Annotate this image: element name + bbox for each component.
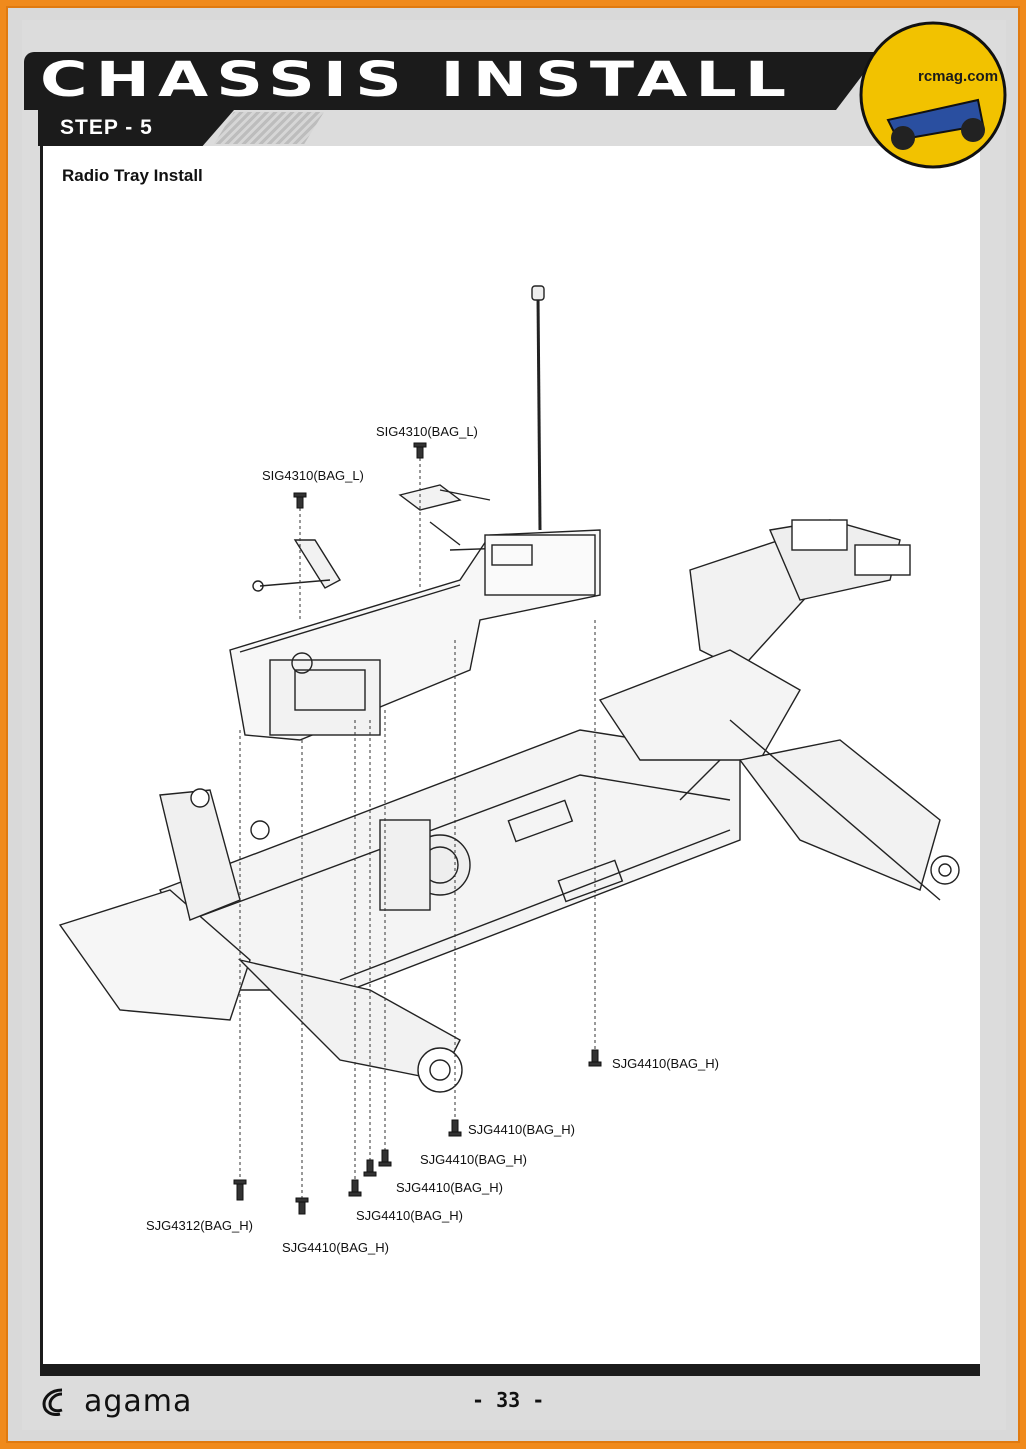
footer-brand: agama xyxy=(84,1384,193,1419)
part-label-sig4310-left: SIG4310(BAG_L) xyxy=(262,468,364,483)
part-label-sjg4410-a: SJG4410(BAG_H) xyxy=(468,1122,575,1137)
page-title: CHASSIS INSTALL xyxy=(40,52,795,108)
part-label-sjg4410-b: SJG4410(BAG_H) xyxy=(420,1152,527,1167)
step-label: STEP - 5 xyxy=(60,116,153,139)
part-label-sjg4410-d: SJG4410(BAG_H) xyxy=(356,1208,463,1223)
part-label-sjg4410-right: SJG4410(BAG_H) xyxy=(612,1056,719,1071)
rcmag-badge xyxy=(859,21,1007,169)
step-bar xyxy=(38,110,234,146)
agama-logo-icon xyxy=(42,1388,63,1416)
part-label-sjg4410-c: SJG4410(BAG_H) xyxy=(396,1180,503,1195)
part-label-sjg4312: SJG4312(BAG_H) xyxy=(146,1218,253,1233)
watermark-site: rcmag.com xyxy=(918,68,999,85)
part-label-sjg4410-e: SJG4410(BAG_H) xyxy=(282,1240,389,1255)
page-number: - 33 - xyxy=(472,1388,545,1412)
step-pattern xyxy=(214,112,324,144)
title-banner xyxy=(24,52,784,110)
part-label-sig4310-top: SIG4310(BAG_L) xyxy=(376,424,478,439)
section-title: Radio Tray Install xyxy=(62,166,203,185)
footer-bar xyxy=(40,1364,980,1376)
chassis-diagram xyxy=(58,285,960,1215)
